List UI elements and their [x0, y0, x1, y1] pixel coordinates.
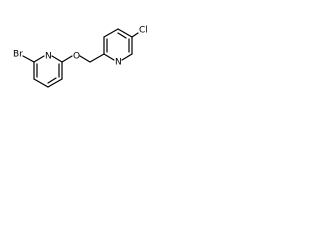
chemical-structure: Br N O N Cl [13, 26, 148, 88]
bond-c-cl [131, 32, 139, 38]
bond-c-o [61, 55, 73, 63]
bond-ch2-ring [89, 53, 105, 63]
bond-right-ring-5 [121, 53, 133, 61]
bond-left-ring-2 [47, 78, 63, 88]
atom-label-br: Br [13, 50, 23, 60]
right-pyridine-ring [89, 28, 139, 63]
bond-right-ring-inner-3 [117, 32, 127, 39]
bond-right-ring-6 [103, 53, 115, 61]
atom-label-n-left: N [45, 52, 52, 62]
ether-linker [79, 55, 91, 63]
bond-left-ring-3 [33, 78, 49, 88]
atom-label-cl: Cl [139, 26, 148, 36]
bond-o-ch2 [79, 55, 91, 63]
bond-right-ring-2 [103, 28, 119, 38]
atom-label-o: O [73, 52, 80, 62]
bond-c-n-left-b [51, 55, 63, 63]
bond-c-n-left-a [33, 55, 45, 63]
left-pyridine-ring [22, 55, 73, 88]
bond-right-ring-3 [117, 28, 133, 38]
bond-left-ring-inner-3 [47, 77, 57, 84]
bond-c-br [22, 55, 35, 63]
atom-label-n-right: N [115, 58, 122, 68]
